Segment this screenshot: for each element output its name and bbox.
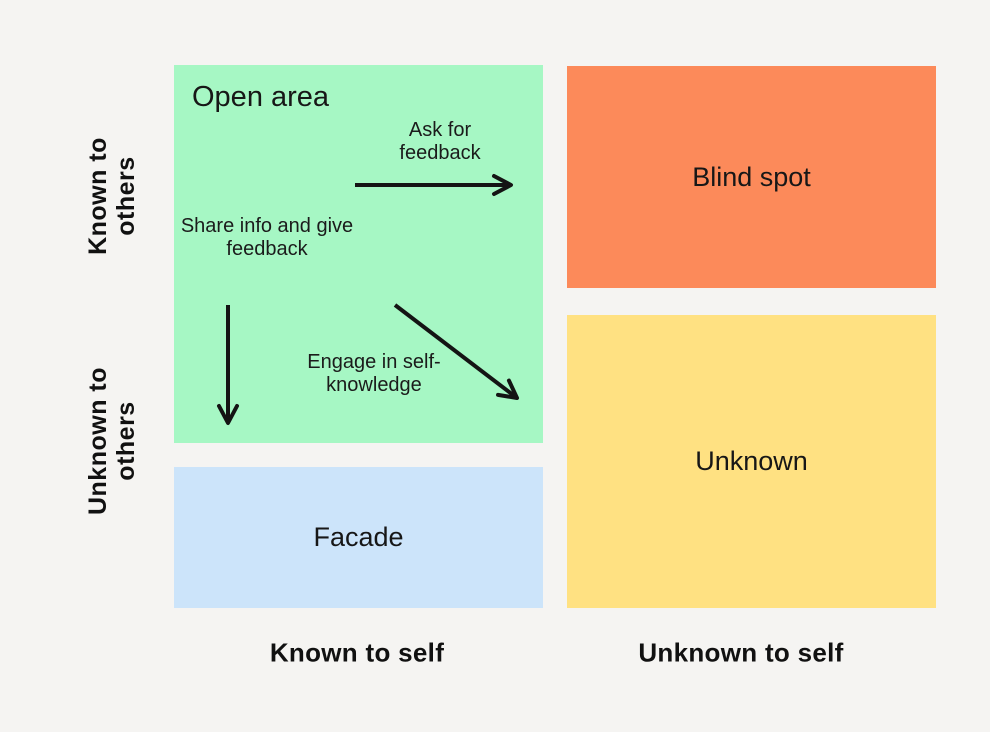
facade-label: Facade [313,522,404,552]
unknown-label: Unknown [695,446,808,476]
share-info-label: Share info and give feedback [180,215,354,261]
quadrant-blind-spot: Blind spot [567,66,936,288]
quadrant-facade: Facade [174,467,543,608]
quadrant-unknown: Unknown [567,315,936,608]
axis-label-known-to-others: Known to others [84,137,140,255]
axis-label-unknown-to-self: Unknown to self [638,637,844,668]
axis-label-unknown-to-others: Unknown to others [84,366,140,516]
quadrant-open-area: Open area Ask for feedback Share info an… [174,65,543,443]
engage-self-knowledge-label: Engage in self- knowledge [307,351,441,397]
open-area-title: Open area [192,81,330,113]
blind-spot-label: Blind spot [692,161,811,192]
axis-label-known-to-self: Known to self [269,637,445,668]
ask-for-feedback-label: Ask for feedback [399,119,481,165]
